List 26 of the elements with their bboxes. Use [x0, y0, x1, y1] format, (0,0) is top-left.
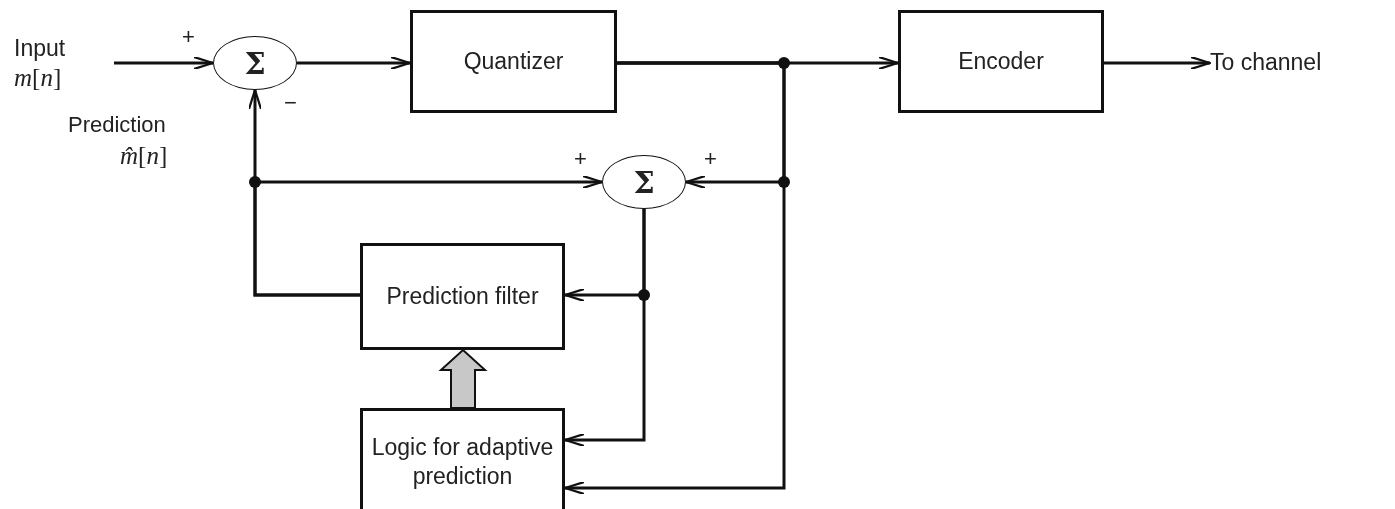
- process-box: [360, 408, 565, 509]
- sign-label: +: [704, 146, 717, 172]
- arrow: [563, 209, 646, 448]
- arrow: [1104, 55, 1212, 71]
- sign-label: +: [574, 146, 587, 172]
- process-box: [360, 243, 565, 350]
- arrow: [563, 61, 786, 496]
- arrow: [114, 55, 215, 71]
- process-box: [898, 10, 1104, 113]
- signal-label: m̂[n]: [120, 142, 168, 170]
- arrow: [297, 55, 412, 71]
- block-label: Logic for adaptive prediction: [370, 433, 555, 491]
- sigma-symbol: Σ: [244, 45, 266, 81]
- signal-label: Prediction: [68, 112, 166, 138]
- sign-label: +: [182, 24, 195, 50]
- block-label: Quantizer: [463, 47, 564, 76]
- process-box: [410, 10, 617, 113]
- sigma-symbol: Σ: [633, 164, 655, 200]
- arrow: [253, 174, 604, 297]
- signal-label: Input: [14, 35, 66, 63]
- block-label: Prediction filter: [386, 282, 539, 311]
- sign-label: −: [284, 90, 297, 116]
- block-label: Encoder: [958, 47, 1044, 76]
- signal-label: To channel: [1210, 49, 1322, 77]
- block-arrow: [438, 348, 488, 409]
- signal-label: m[n]: [14, 62, 62, 93]
